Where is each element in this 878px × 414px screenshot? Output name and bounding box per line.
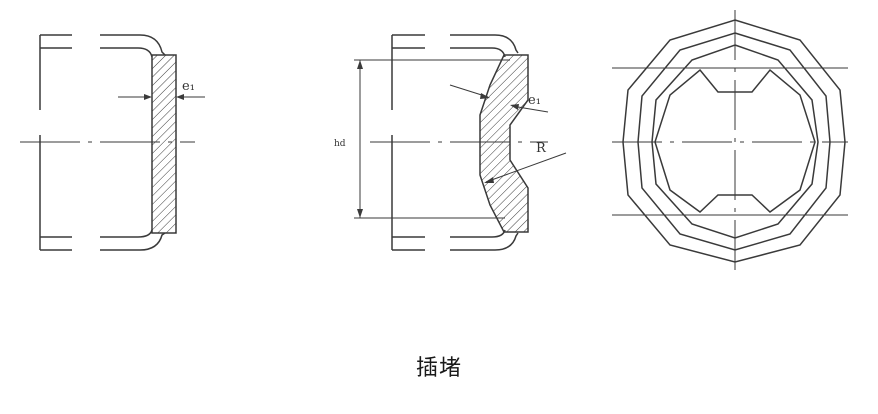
- left-bottom-inner-line: [40, 229, 153, 238]
- left-bottom-outer-line: [40, 232, 166, 251]
- middle-section-view: hd e₁ R: [334, 34, 567, 251]
- left-hatched-wall: [151, 54, 177, 234]
- left-e1-label: e₁: [182, 79, 195, 94]
- figure-caption: 插堵: [415, 356, 462, 381]
- mid-hatched-wall: [479, 54, 529, 233]
- mid-top-inner-line: [392, 47, 506, 58]
- mid-hd-arrowhead-top: [357, 60, 363, 69]
- mid-hd-label: hd: [334, 139, 346, 149]
- mid-radius-leader: [485, 152, 567, 183]
- mid-hd-arrowhead-bottom: [357, 209, 363, 218]
- left-section-view: e₁: [20, 34, 205, 251]
- left-top-inner-line: [40, 47, 153, 58]
- end-outer-polygon: [622, 19, 846, 263]
- mid-bottom-inner-line: [392, 229, 506, 238]
- mid-radius-arrowhead: [484, 177, 494, 183]
- end-inner-opening: [654, 68, 816, 213]
- mid-bottom-outer-line: [392, 232, 519, 251]
- mid-e1-arrowhead-top: [480, 93, 490, 99]
- left-top-outer-line: [40, 34, 166, 56]
- right-end-view: [612, 10, 848, 275]
- left-e1-arrowhead-right: [176, 94, 184, 100]
- left-e1-arrowhead-left: [144, 94, 152, 100]
- mid-radius-label: R: [536, 141, 547, 156]
- mid-e1-arrowhead-bottom: [510, 104, 519, 110]
- mid-top-outer-line: [392, 34, 519, 54]
- mid-e1-label: e₁: [528, 93, 541, 108]
